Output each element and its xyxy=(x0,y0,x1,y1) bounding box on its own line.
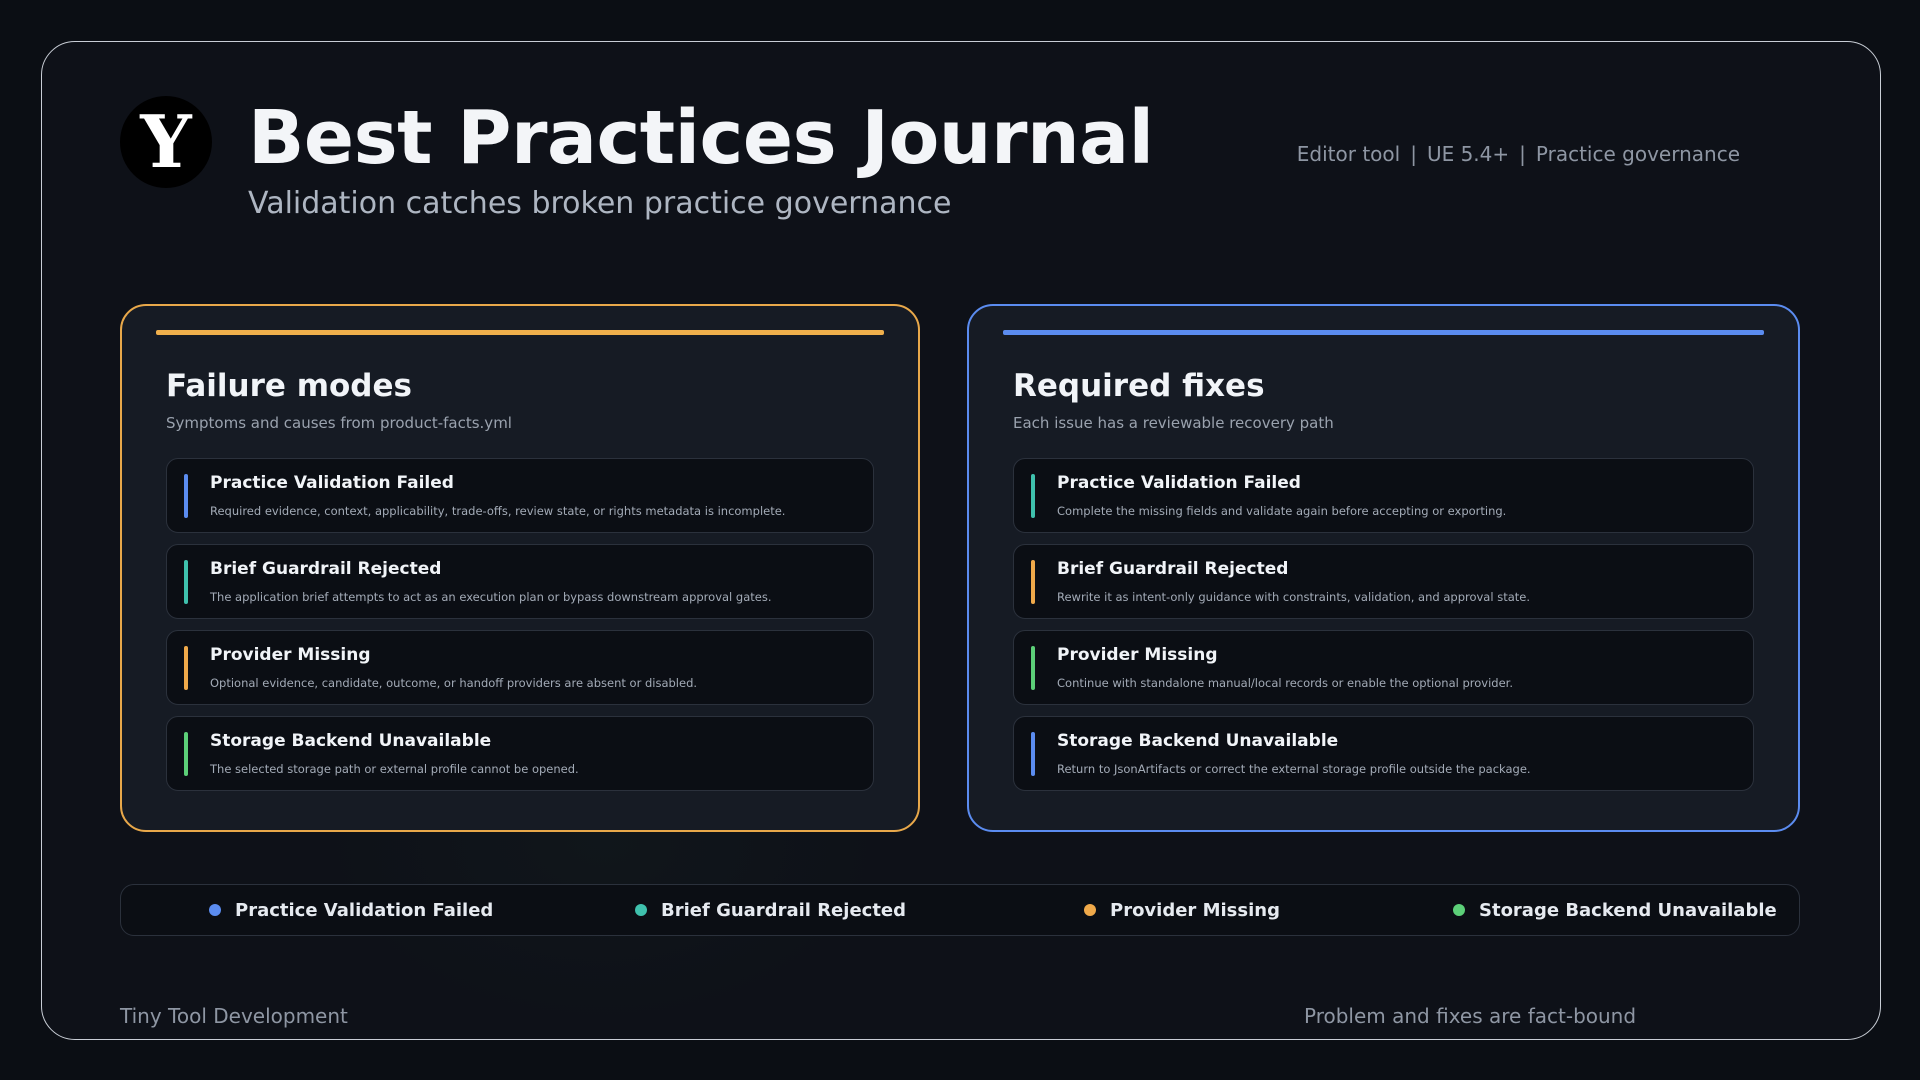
card-title: Brief Guardrail Rejected xyxy=(1057,559,1289,579)
card-title: Provider Missing xyxy=(1057,645,1218,665)
panel-accent-bar xyxy=(156,330,884,335)
panel-title: Required fixes xyxy=(1013,368,1265,404)
card-color-bar xyxy=(184,560,188,604)
legend-label: Storage Backend Unavailable xyxy=(1479,899,1777,921)
card-description: Rewrite it as intent-only guidance with … xyxy=(1057,590,1530,604)
page-subtitle: Validation catches broken practice gover… xyxy=(248,186,952,221)
card-description: Continue with standalone manual/local re… xyxy=(1057,676,1513,690)
footer-right: Problem and fixes are fact-bound xyxy=(1304,1004,1637,1028)
card-title: Provider Missing xyxy=(210,645,371,665)
card-color-bar xyxy=(184,646,188,690)
legend-dot xyxy=(209,904,221,916)
card-description: Optional evidence, candidate, outcome, o… xyxy=(210,676,698,690)
legend-label: Provider Missing xyxy=(1110,899,1280,921)
fix-card: Provider Missing Continue with standalon… xyxy=(1013,630,1754,705)
card-description: Return to JsonArtifacts or correct the e… xyxy=(1057,762,1531,776)
fixes-list: Practice Validation Failed Complete the … xyxy=(1013,458,1754,791)
card-color-bar xyxy=(1031,646,1035,690)
failure-list: Practice Validation Failed Required evid… xyxy=(166,458,874,791)
legend-dot xyxy=(635,904,647,916)
legend-item: Provider Missing xyxy=(1084,885,1280,935)
legend: Practice Validation Failed Brief Guardra… xyxy=(120,884,1800,936)
failure-modes-panel: Failure modes Symptoms and causes from p… xyxy=(120,304,920,832)
failure-card: Provider Missing Optional evidence, cand… xyxy=(166,630,874,705)
fix-card: Brief Guardrail Rejected Rewrite it as i… xyxy=(1013,544,1754,619)
legend-dot xyxy=(1453,904,1465,916)
page-title: Best Practices Journal xyxy=(248,95,1154,181)
meta-item-topic: Practice governance xyxy=(1535,142,1740,166)
card-description: Required evidence, context, applicabilit… xyxy=(210,504,786,518)
card-color-bar xyxy=(1031,560,1035,604)
required-fixes-panel: Required fixes Each issue has a reviewab… xyxy=(967,304,1800,832)
meta-separator: | xyxy=(1410,142,1417,166)
legend-item: Brief Guardrail Rejected xyxy=(635,885,906,935)
failure-card: Practice Validation Failed Required evid… xyxy=(166,458,874,533)
card-description: The application brief attempts to act as… xyxy=(210,590,772,604)
card-title: Brief Guardrail Rejected xyxy=(210,559,442,579)
fix-card: Storage Backend Unavailable Return to Js… xyxy=(1013,716,1754,791)
meta-info: Editor tool | UE 5.4+ | Practice governance xyxy=(1297,142,1740,166)
meta-item-tool: Editor tool xyxy=(1296,142,1401,166)
legend-dot xyxy=(1084,904,1096,916)
card-title: Storage Backend Unavailable xyxy=(210,731,492,751)
card-color-bar xyxy=(184,732,188,776)
card-color-bar xyxy=(1031,474,1035,518)
footer-left: Tiny Tool Development xyxy=(120,1004,348,1028)
card-title: Storage Backend Unavailable xyxy=(1057,731,1339,751)
card-color-bar xyxy=(184,474,188,518)
card-title: Practice Validation Failed xyxy=(210,473,454,493)
panel-subtitle: Each issue has a reviewable recovery pat… xyxy=(1013,414,1334,432)
panel-subtitle: Symptoms and causes from product-facts.y… xyxy=(166,414,512,432)
logo: Y xyxy=(120,96,212,188)
card-description: The selected storage path or external pr… xyxy=(210,762,579,776)
failure-card: Brief Guardrail Rejected The application… xyxy=(166,544,874,619)
legend-label: Practice Validation Failed xyxy=(235,899,494,921)
legend-label: Brief Guardrail Rejected xyxy=(661,899,907,921)
meta-separator: | xyxy=(1519,142,1526,166)
legend-item: Practice Validation Failed xyxy=(209,885,493,935)
logo-letter: Y xyxy=(140,99,192,184)
card-color-bar xyxy=(1031,732,1035,776)
fix-card: Practice Validation Failed Complete the … xyxy=(1013,458,1754,533)
card-description: Complete the missing fields and validate… xyxy=(1057,504,1507,518)
panel-title: Failure modes xyxy=(166,368,412,404)
legend-item: Storage Backend Unavailable xyxy=(1453,885,1777,935)
card-title: Practice Validation Failed xyxy=(1057,473,1301,493)
failure-card: Storage Backend Unavailable The selected… xyxy=(166,716,874,791)
meta-item-version: UE 5.4+ xyxy=(1426,142,1510,166)
panel-accent-bar xyxy=(1003,330,1764,335)
